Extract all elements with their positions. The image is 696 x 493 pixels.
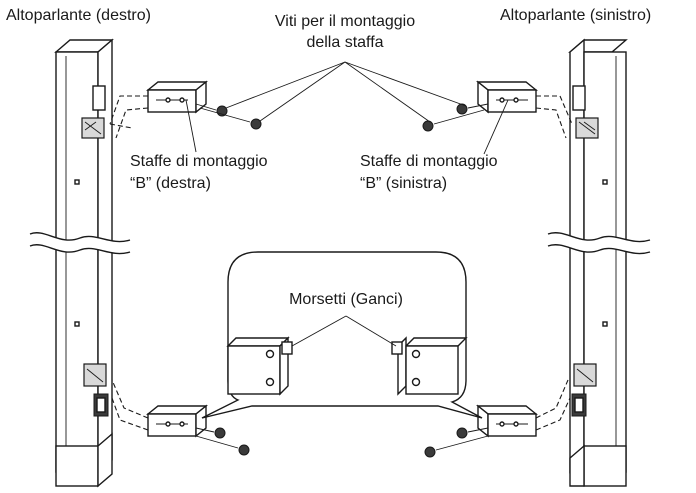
bracket-right-leader xyxy=(185,99,197,153)
speaker-left-body xyxy=(547,38,651,487)
screw-left-lower-a xyxy=(456,427,489,439)
screw-right-lower-a xyxy=(195,427,226,439)
speaker-right-label: Altoparlante (destro) xyxy=(6,7,151,24)
speaker-right-body xyxy=(29,38,131,488)
speaker-left-label: Altoparlante (sinistro) xyxy=(500,7,652,24)
screw-left-lower-b xyxy=(424,435,489,458)
bracket-left-upper xyxy=(476,80,573,139)
screw-left-upper-a xyxy=(456,103,489,115)
bracket-left-lower xyxy=(476,379,571,438)
clamps-detail-callout xyxy=(201,251,483,419)
screw-right-lower-b xyxy=(195,435,250,456)
bracket-right-label-line1: Staffe di montaggio xyxy=(130,153,268,170)
screw-right-upper-b xyxy=(199,107,262,130)
screws-label-line2: della staffa xyxy=(306,34,384,51)
bracket-right-label-line2: “B” (destra) xyxy=(130,175,211,192)
screw-left-upper-b xyxy=(422,109,485,132)
screws-label-line1: Viti per il montaggio xyxy=(274,13,416,30)
bracket-left-label-line1: Staffe di montaggio xyxy=(360,153,498,170)
bracket-right-upper xyxy=(109,80,208,139)
screws-leader-lines xyxy=(225,61,467,123)
bracket-left-leader xyxy=(483,99,509,155)
clamps-label: Morsetti (Ganci) xyxy=(289,291,403,308)
bracket-left-label-line2: “B” (sinistra) xyxy=(360,175,448,192)
bracket-right-lower xyxy=(111,379,208,438)
